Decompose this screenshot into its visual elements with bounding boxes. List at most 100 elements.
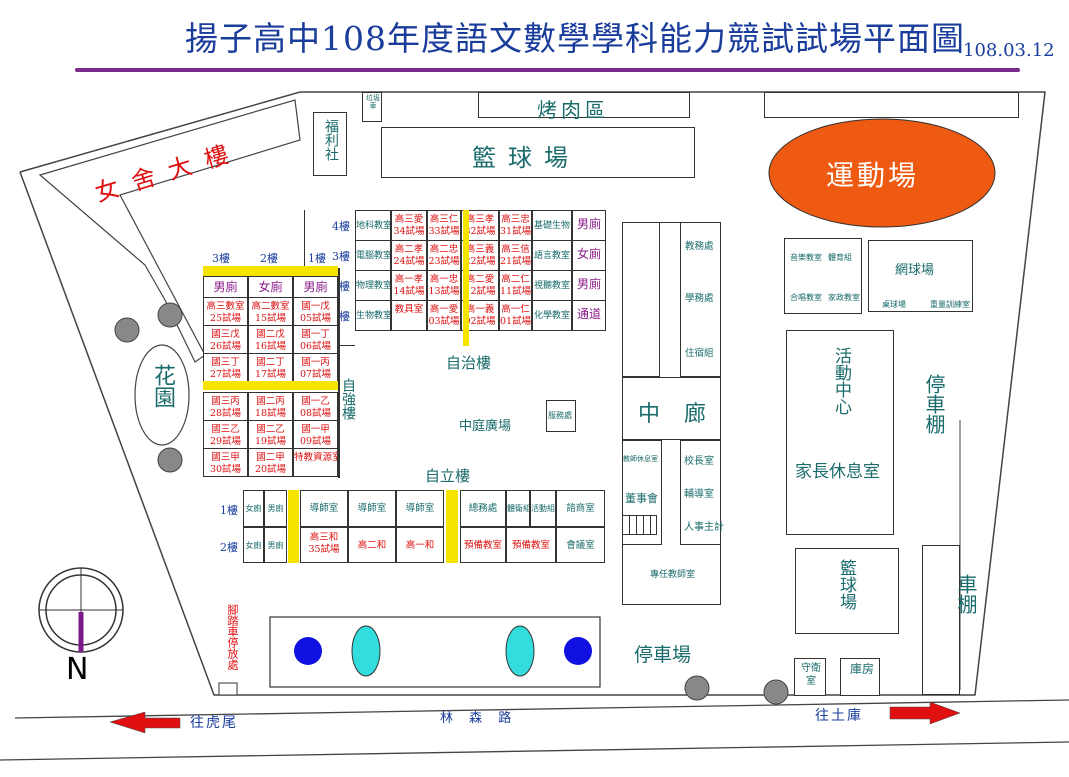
ziqiang-wc: 女廁 — [248, 276, 293, 298]
exam-room-number: 17試場 — [254, 369, 287, 380]
room-name: 高三仁 — [429, 214, 459, 225]
zizhi-room: 男廁 — [572, 210, 606, 241]
activity-center-box: 活動中心 家長休息室 — [786, 330, 894, 535]
zizhi-room: 生物教室 — [355, 300, 391, 331]
garbage-label: 垃圾車 — [366, 94, 380, 110]
garden-ellipse — [134, 344, 190, 446]
room-name: 特教資源室 — [294, 452, 338, 463]
room-name: 高一和 — [405, 540, 435, 551]
gate-pillar — [684, 675, 710, 701]
zizhi-stair-marker — [463, 210, 469, 346]
to-right-label: 往土庫 — [815, 708, 863, 724]
wc-label: 男廁 — [213, 280, 238, 294]
middle-corridor-box — [622, 377, 721, 440]
zili-room: 導師室 — [300, 490, 348, 527]
floor-label: 3樓 — [212, 252, 230, 265]
exam-room-number: 34試場 — [393, 226, 425, 237]
zili-room: 諮商室 — [556, 490, 605, 527]
exam-room-number: 07試場 — [299, 369, 332, 380]
room-name: 國三甲 — [211, 452, 240, 463]
car-shed-box: 車棚 — [922, 545, 978, 695]
room-name: 高三孝 — [465, 214, 495, 225]
right-rooms-box — [784, 238, 862, 314]
exam-room-number: 30試場 — [209, 464, 242, 475]
bbq-area: 烤肉區 — [478, 92, 690, 122]
room-name: 國一戊 — [301, 301, 330, 312]
floor-label: 1樓 — [308, 252, 326, 265]
room-name: 國三丁 — [211, 357, 240, 368]
garden-pillar — [114, 317, 140, 343]
stadium-ellipse — [768, 118, 996, 228]
parent-lounge-label: 家長休息室 — [795, 462, 880, 482]
right-room: 家政教室 — [828, 293, 860, 302]
room-name: 國三丙 — [211, 396, 240, 407]
room-name: 總務處 — [468, 503, 498, 514]
exam-room-number: 13試場 — [428, 286, 460, 297]
middle-room: 教務處 — [685, 241, 714, 252]
room-name: 高一愛 — [429, 304, 459, 315]
room-name: 預備教室 — [463, 540, 502, 551]
middle-room: 輔導室 — [684, 489, 714, 500]
basketball-court-right: 籃球場 — [795, 548, 899, 634]
title-underline — [75, 68, 1020, 72]
middle-room: 董事會 — [625, 492, 658, 505]
welfare-label: 福利社 — [323, 119, 339, 161]
zizhi-label: 自治樓 — [446, 354, 492, 372]
exam-room-number: 18試場 — [254, 408, 287, 419]
room-name: 高三愛 — [394, 214, 424, 225]
zili-room: 高二和 — [348, 527, 396, 563]
room-name: 導師室 — [309, 503, 339, 514]
exam-room-number: 19試場 — [254, 436, 287, 447]
zizhi-room: 電腦教室 — [355, 240, 391, 271]
road-upper-line — [14, 699, 1069, 719]
zili-room: 男廁 — [264, 490, 287, 527]
zizhi-plaza-label: 中庭廣場 — [459, 419, 512, 434]
room-name: 高一忠 — [429, 274, 459, 285]
floor-label: 1樓 — [220, 504, 238, 517]
car-shed-label: 車棚 — [954, 574, 978, 614]
room-name: 預備教室 — [511, 540, 550, 551]
zili-room: 預備教室 — [460, 527, 506, 563]
middle-room: 人事主計 — [684, 522, 724, 533]
room-name: 高二孝 — [394, 244, 424, 255]
zili-room: 男廁 — [264, 527, 287, 563]
room-name: 基礎生物 — [533, 221, 570, 231]
middle-room: 校長室 — [684, 456, 714, 467]
pond-blue-left — [294, 637, 322, 665]
room-name: 高一義 — [465, 304, 495, 315]
floor-label: 3樓 — [332, 250, 350, 263]
room-name: 體衛組 — [507, 504, 530, 513]
middle-left-column — [622, 222, 660, 377]
exam-room-number: 35試場 — [308, 544, 340, 555]
room-name: 國二丁 — [256, 357, 285, 368]
room-name: 男廁 — [267, 541, 284, 550]
exam-room-number: 22試場 — [464, 256, 496, 267]
room-name: 男廁 — [576, 277, 601, 291]
basketball-top-label: 籃球場 — [472, 144, 580, 172]
zili-stair-marker — [288, 490, 299, 563]
room-name: 視聽教室 — [533, 281, 570, 291]
zizhi-room: 基礎生物 — [532, 210, 572, 241]
exam-room-number: 26試場 — [209, 341, 242, 352]
zizhi-room: 化學教室 — [532, 300, 572, 331]
guard-box: 守衛室 — [794, 658, 826, 696]
room-name: 電腦教室 — [356, 251, 391, 261]
right-room: 體育組 — [828, 253, 852, 262]
room-name: 教具室 — [394, 304, 424, 315]
room-name: 通道 — [576, 307, 601, 321]
room-name: 高一仁 — [501, 304, 530, 315]
room-name: 地科教室 — [356, 221, 391, 231]
exam-room-number: 33試場 — [428, 226, 460, 237]
room-name: 國一甲 — [301, 424, 330, 435]
